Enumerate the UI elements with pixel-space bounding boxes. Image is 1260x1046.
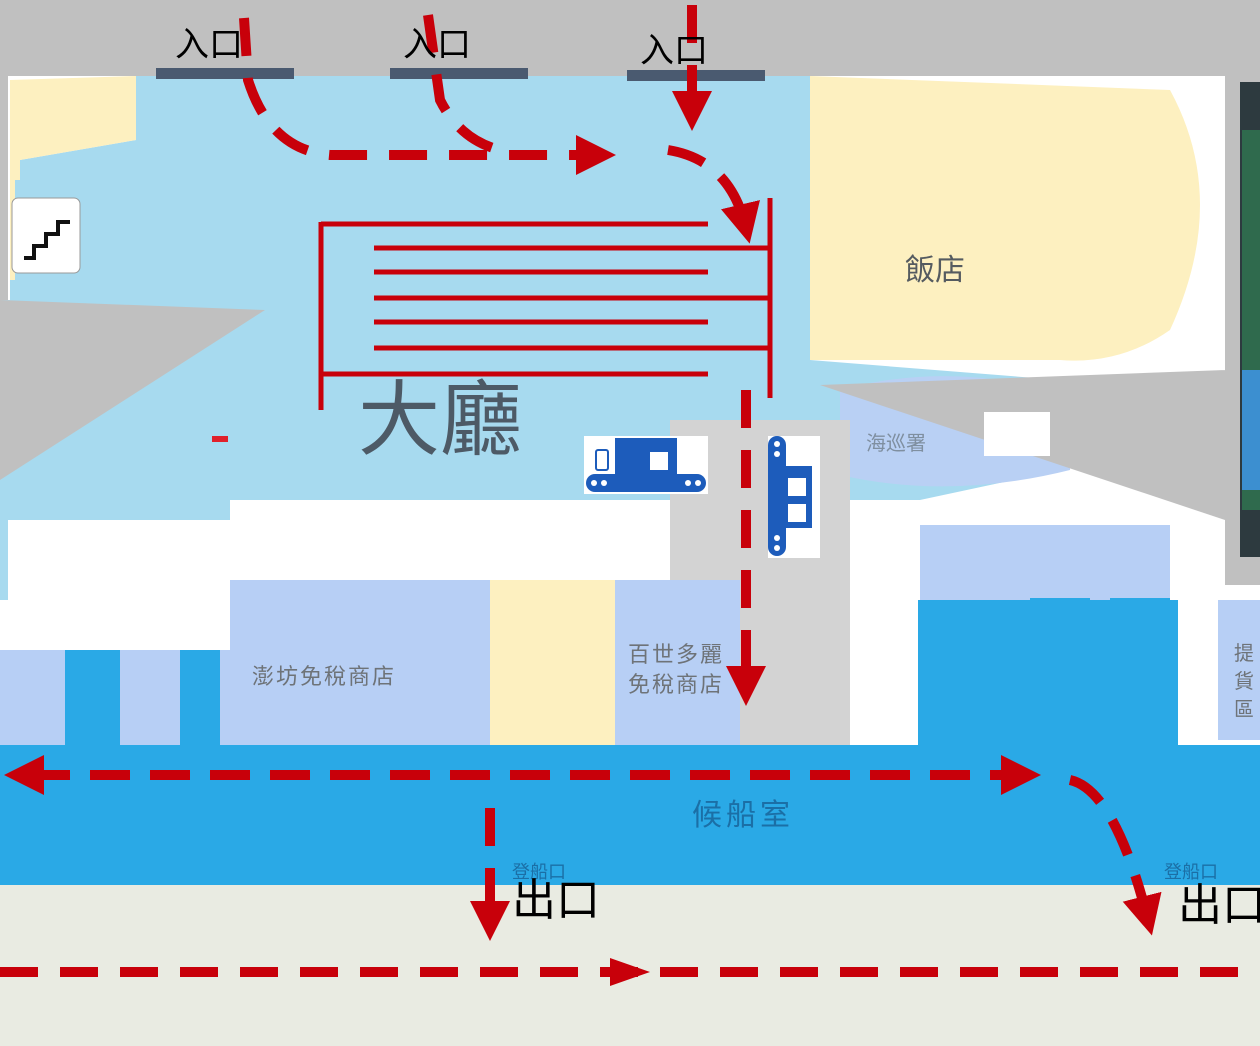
hotel-label: 飯店 [905, 253, 965, 288]
callout-right [820, 60, 1260, 585]
entrance-door-1 [156, 68, 294, 79]
boarding-gate-left-label: 登船口 [512, 862, 566, 883]
pickup-area [1218, 600, 1260, 740]
pickup-label-line1: 提 [1234, 641, 1254, 665]
entrance-door-2 [390, 68, 528, 79]
stairs-icon [11, 180, 81, 300]
entrance-label-2: 入口 [403, 25, 471, 65]
hotel-area [810, 76, 1200, 361]
shop-penghu-label: 澎坊免稅商店 [252, 665, 396, 690]
pickup-label-line3: 區 [1234, 697, 1254, 721]
exit-label-right: 出口 [1178, 880, 1260, 931]
callout-left [0, 300, 265, 480]
baggage-xray-icon [584, 436, 708, 494]
route-entrance-1 [239, 17, 616, 175]
hall-label: 大廳 [358, 373, 522, 468]
route-paths [0, 5, 1260, 977]
route-entrance-2 [423, 14, 502, 155]
exit-label-left: 出口 [512, 875, 600, 926]
top-callout-band [0, 0, 1260, 76]
boarding-gate-right-label: 登船口 [1164, 862, 1218, 883]
waiting-room-label: 候船室 [692, 798, 794, 833]
entrance-label-3: 入口 [640, 31, 708, 71]
queue-barrier [318, 198, 773, 410]
baggage-xray-icon [768, 436, 820, 558]
route-to-queue [667, 145, 760, 244]
shop-baishiduoli-label-line1: 百世多麗 [628, 643, 724, 668]
customs-label: 海巡署 [866, 431, 926, 455]
route-to-exit-right [1068, 775, 1162, 936]
shop-baishiduoli-label-line2: 免稅商店 [628, 673, 724, 698]
pickup-label-line2: 貨 [1234, 669, 1254, 693]
entrance-label-1: 入口 [175, 25, 243, 65]
waiting-room-area [0, 745, 1260, 885]
